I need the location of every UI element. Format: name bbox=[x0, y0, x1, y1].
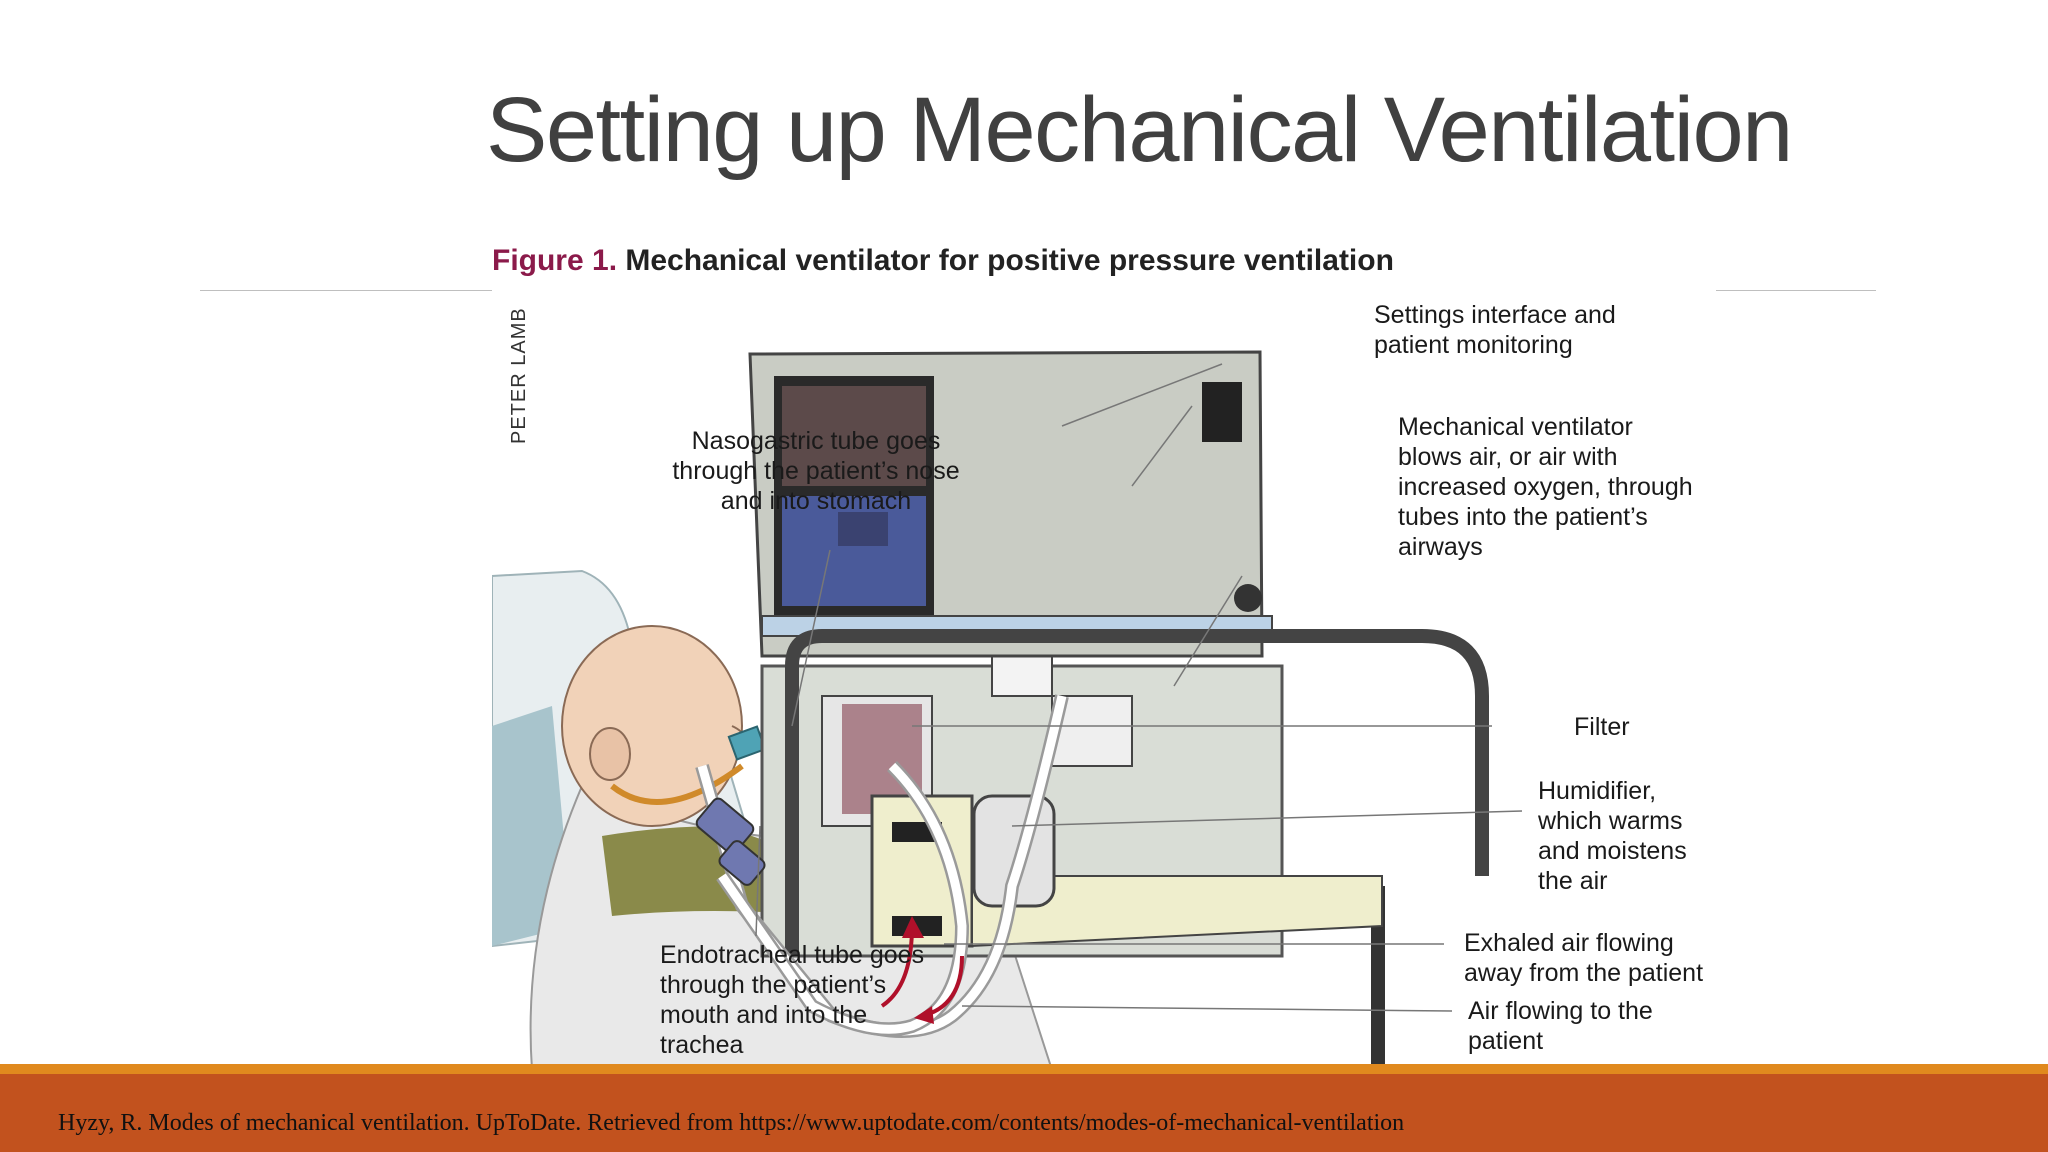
ventilator-illustration bbox=[492, 350, 1523, 1070]
exhaled-air-label: Exhaled air flowing away from the patien… bbox=[1464, 929, 1704, 987]
tube-connector bbox=[695, 797, 755, 855]
nasogastric-label: Nasogastric tube goes through the patien… bbox=[672, 427, 960, 515]
figure-caption: Figure 1. Mechanical ventilator for posi… bbox=[492, 244, 1394, 278]
title-rule-right bbox=[1716, 290, 1876, 291]
citation: Hyzy, R. Modes of mechanical ventilation… bbox=[58, 1110, 1405, 1136]
patient-ear bbox=[589, 727, 631, 781]
figure-caption-text: Mechanical ventilator for positive press… bbox=[625, 244, 1394, 277]
filter-label: Filter bbox=[1574, 713, 1630, 741]
illustrator-credit: PETER LAMB bbox=[508, 307, 530, 444]
air-in-label: Air flowing to the patient bbox=[1468, 997, 1653, 1055]
leader-lines bbox=[755, 363, 1523, 1012]
ventilator-figure: Figure 1. Mechanical ventilator for posi… bbox=[492, 226, 1716, 1070]
tube-strap bbox=[610, 763, 744, 805]
ventilator-label: Mechanical ventilator blows air, or air … bbox=[1398, 413, 1693, 561]
settings-interface-label: Settings interface and patient monitorin… bbox=[1374, 301, 1616, 359]
figure-caption-label: Figure 1. bbox=[492, 244, 618, 277]
footer-accent-stripe bbox=[0, 1064, 2048, 1074]
endotracheal-label: Endotracheal tube goes through the patie… bbox=[660, 941, 925, 1059]
slide-title: Setting up Mechanical Ventilation bbox=[486, 79, 1793, 181]
humidifier-label: Humidifier, which warms and moistens the… bbox=[1538, 777, 1687, 895]
footer-band bbox=[0, 1064, 2048, 1152]
title-rule-left bbox=[200, 290, 492, 291]
